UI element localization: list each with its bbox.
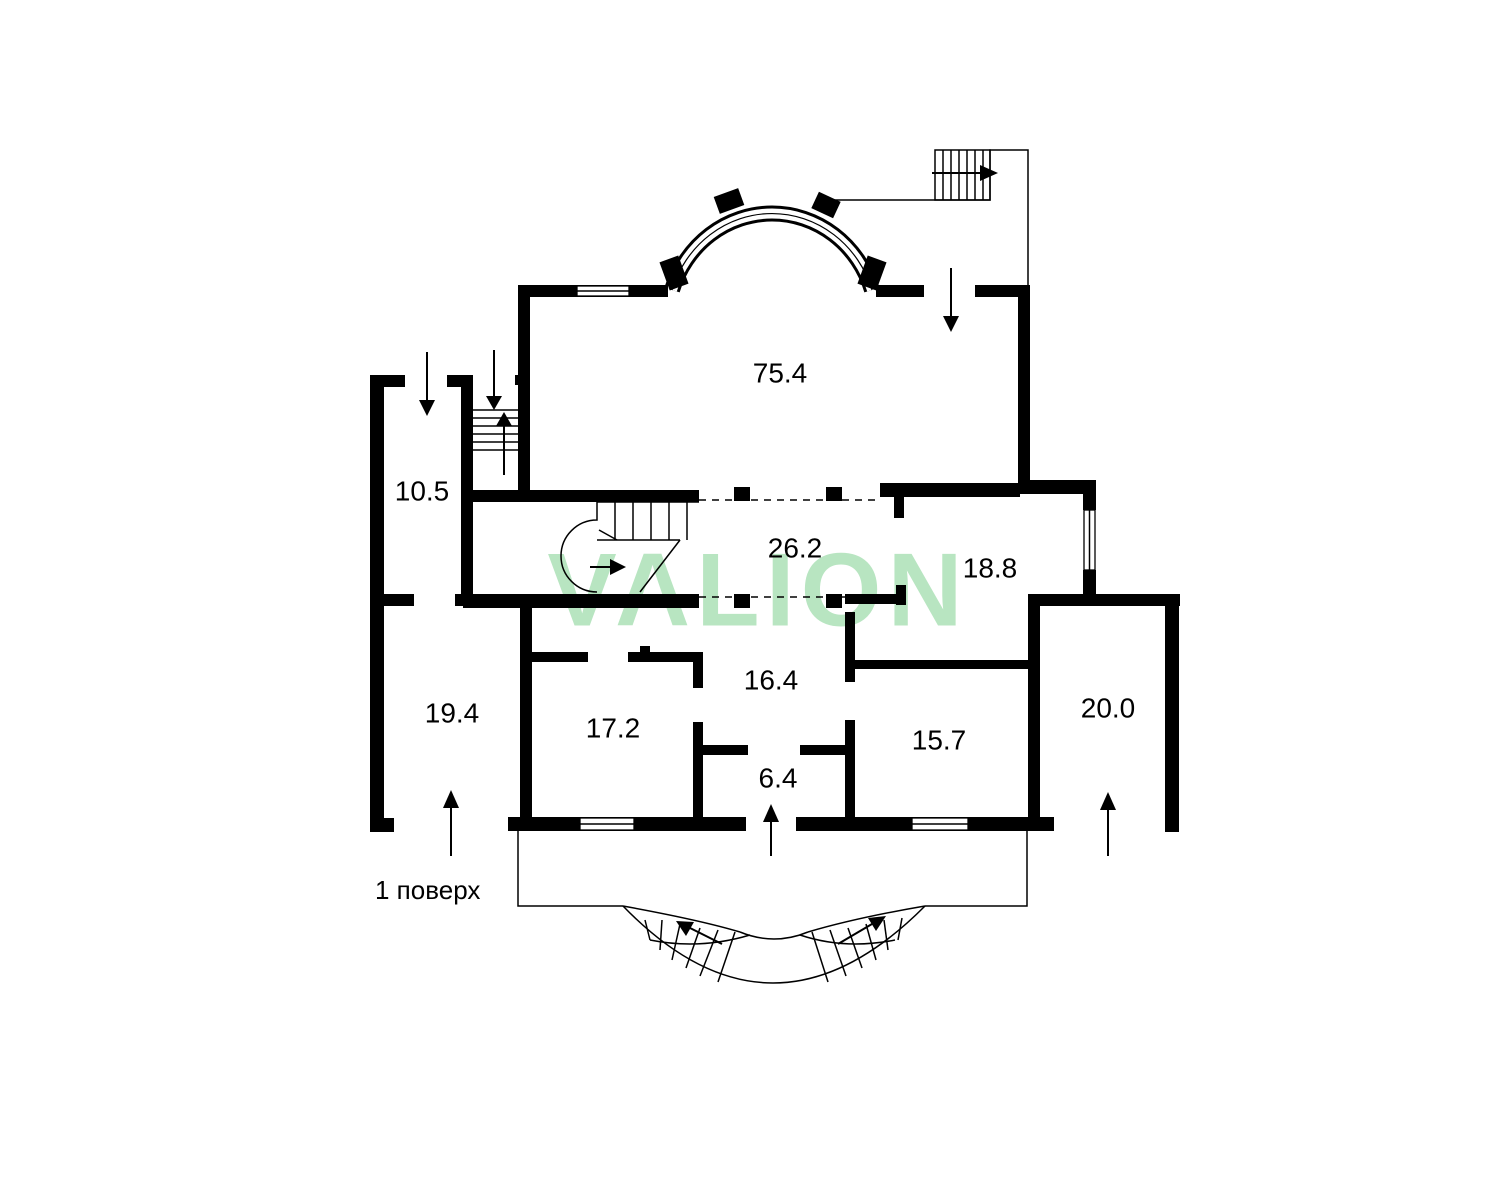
stair-left xyxy=(473,350,520,475)
entry-arrows xyxy=(419,268,1116,856)
room-area-10-5: 10.5 xyxy=(395,475,450,506)
bay-window-top xyxy=(659,188,887,293)
stair-top-right xyxy=(820,149,1029,285)
room-area-75-4: 75.4 xyxy=(753,357,808,388)
room-area-6-4: 6.4 xyxy=(759,762,798,793)
walls xyxy=(370,285,1180,832)
room-area-16-4: 16.4 xyxy=(744,664,799,695)
floor-label: 1 поверх xyxy=(375,875,480,905)
room-area-15-7: 15.7 xyxy=(912,724,967,755)
internal-stair xyxy=(560,501,699,593)
room-labels: 75.4 10.5 26.2 18.8 16.4 19.4 17.2 15.7 … xyxy=(395,357,1136,793)
room-area-17-2: 17.2 xyxy=(586,712,641,743)
room-area-18-8: 18.8 xyxy=(963,552,1018,583)
room-area-26-2: 26.2 xyxy=(768,532,823,563)
watermark-text: VALION xyxy=(547,532,968,648)
porch-bottom xyxy=(517,831,1028,984)
room-area-19-4: 19.4 xyxy=(425,697,480,728)
room-area-20-0: 20.0 xyxy=(1081,692,1136,723)
windows xyxy=(576,285,1096,831)
